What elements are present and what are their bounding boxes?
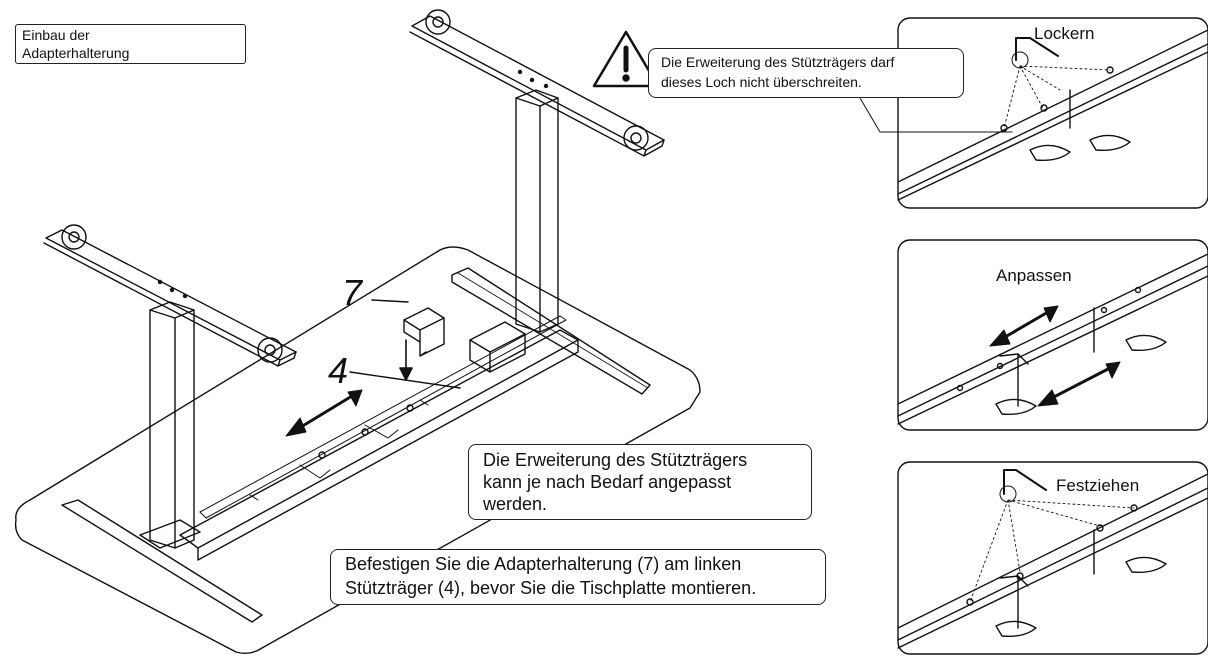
adjust-note-line-3: werden. bbox=[483, 494, 548, 514]
detail-label-adjust: Anpassen bbox=[996, 266, 1072, 285]
double-arrow-main bbox=[285, 389, 363, 437]
title-box: Einbau der Adapterhalterung bbox=[15, 24, 246, 64]
cross-beam bbox=[139, 315, 579, 561]
mount-note-line-1: Befestigen Sie die Adapterhalterung (7) … bbox=[345, 554, 742, 574]
warning-leader-line bbox=[859, 97, 1013, 133]
part-number-bracket: 7 bbox=[342, 272, 363, 313]
tabletop bbox=[14, 246, 701, 655]
detail-label-loosen: Lockern bbox=[1034, 24, 1095, 43]
detail-panel-loosen bbox=[897, 17, 1208, 209]
adapter-bracket bbox=[403, 307, 445, 357]
warning-line-2: dieses Loch nicht überschreiten. bbox=[661, 74, 862, 90]
detail-label-tighten: Festziehen bbox=[1056, 476, 1140, 495]
detail-panel-tighten bbox=[897, 461, 1208, 655]
mount-note-line-2: Stützträger (4), bevor Sie die Tischplat… bbox=[345, 578, 757, 598]
part-number-beam: 4 bbox=[328, 350, 349, 391]
left-column bbox=[149, 301, 195, 549]
top-foot-left bbox=[43, 224, 297, 367]
bracket-leader-line bbox=[371, 299, 409, 303]
warning-triangle-icon bbox=[592, 30, 660, 88]
down-arrow bbox=[399, 339, 413, 381]
right-foot bbox=[451, 267, 651, 395]
warning-callout: Die Erweiterung des Stützträgers darf di… bbox=[648, 48, 964, 98]
beam-leader-line bbox=[349, 371, 461, 389]
mount-note-callout: Befestigen Sie die Adapterhalterung (7) … bbox=[330, 549, 826, 605]
right-column bbox=[515, 89, 559, 333]
title-line-2: Adapterhalterung bbox=[22, 45, 130, 61]
title-line-1: Einbau der bbox=[22, 27, 90, 43]
detail-panel-adjust bbox=[897, 239, 1208, 431]
adjust-note-callout: Die Erweiterung des Stützträgers kann je… bbox=[468, 444, 812, 520]
adjust-note-line-1: Die Erweiterung des Stützträgers bbox=[483, 450, 748, 470]
top-foot-right bbox=[409, 9, 665, 157]
warning-line-1: Die Erweiterung des Stützträgers darf bbox=[661, 54, 895, 70]
left-foot bbox=[61, 499, 263, 623]
adjust-note-line-2: kann je nach Bedarf angepasst bbox=[483, 472, 732, 492]
